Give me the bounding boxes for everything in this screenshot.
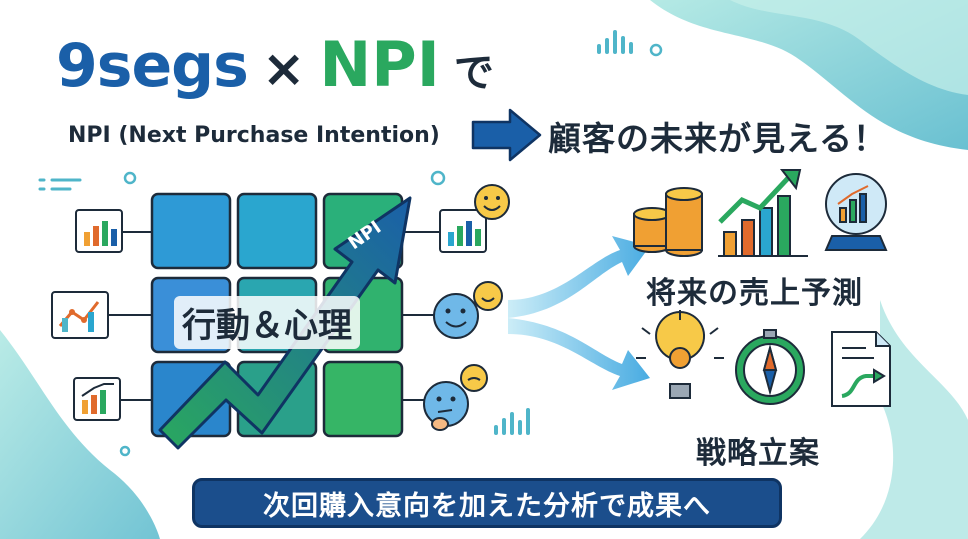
- title-9segs: 9segs: [56, 31, 249, 101]
- subtitle: NPI (Next Purchase Intention): [68, 123, 440, 148]
- npi-trend-arrow: [158, 196, 412, 450]
- rising-bar-chart-icon: [718, 169, 808, 257]
- coin-stack-icon: [633, 187, 703, 257]
- title-particle: で: [453, 50, 494, 96]
- banner-text: 次回購入意向を加えた分析で成果へ: [263, 490, 711, 522]
- menu-lines-icon: [38, 178, 82, 191]
- flow-arrow-up: [508, 236, 650, 318]
- forecast-label: 将来の売上予測: [646, 276, 863, 311]
- lightbulb-gear-icon: [636, 310, 724, 399]
- main-title: 9segs × NPI で: [56, 28, 494, 108]
- line-chart-icon: [51, 291, 109, 339]
- thinking-face-icon: [423, 364, 488, 431]
- strategy-label: 戦略立案: [696, 436, 820, 471]
- sound-bars-icon-2: [494, 408, 530, 435]
- crystal-ball-icon: [824, 173, 888, 251]
- bar-chart-icon: [75, 209, 123, 253]
- headline: 顧客の未来が見える！: [548, 119, 888, 158]
- sound-bars-icon: [597, 30, 633, 54]
- happy-face-icon: [433, 281, 503, 339]
- right-arrow-icon: [471, 108, 542, 162]
- title-times: ×: [261, 39, 306, 99]
- flow-arrow-down: [508, 318, 650, 390]
- center-label: 行動＆心理: [174, 296, 360, 349]
- wave-bottom-left: [0, 330, 160, 539]
- bottom-banner: 次回購入意向を加えた分析で成果へ: [192, 478, 782, 528]
- growth-chart-icon: [73, 377, 121, 421]
- smiling-face-icon: [474, 184, 510, 220]
- bar-chart-icon-right: [439, 209, 487, 253]
- compass-icon: [735, 329, 805, 405]
- title-npi: NPI: [319, 28, 440, 101]
- strategy-document-icon: [831, 331, 891, 407]
